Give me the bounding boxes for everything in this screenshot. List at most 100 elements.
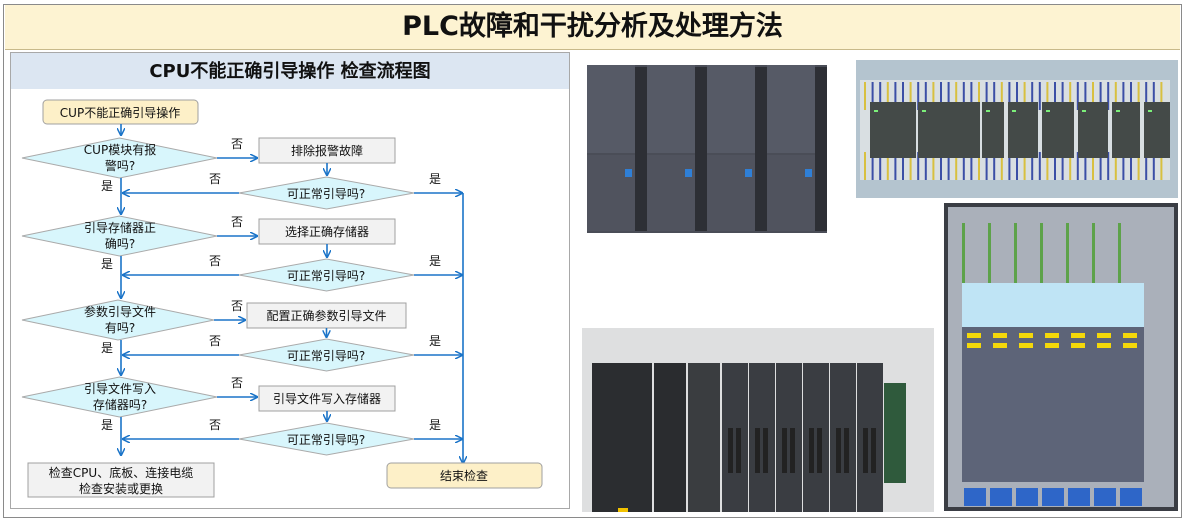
photo-shape (1152, 82, 1155, 110)
photo-shape (1099, 152, 1102, 180)
photo-shape (1031, 82, 1034, 110)
photo-shape (1038, 152, 1041, 180)
photo-shape (947, 152, 950, 180)
photo-shape (871, 428, 876, 473)
photo-shape (1054, 82, 1056, 110)
photo-shape (1107, 152, 1110, 180)
photo-shape (909, 152, 912, 180)
photo-shape (978, 82, 980, 110)
photo-shape (886, 152, 889, 180)
decision-label: CUP模块有报 (84, 142, 156, 157)
photo-shape (993, 343, 1007, 348)
photo-shape (1071, 343, 1085, 348)
photo-shape (990, 488, 1012, 506)
photo-shape (988, 223, 991, 293)
decision-label: 引导存储器正 (84, 220, 156, 235)
photo-shape (1130, 152, 1132, 180)
photo-shape (1092, 283, 1118, 327)
photo-shape (886, 82, 889, 110)
photo-shape (962, 82, 965, 110)
photo-shape (1092, 82, 1094, 110)
photo-shape (940, 152, 942, 180)
photo-shape (863, 428, 868, 473)
check-label: 可正常引导吗? (287, 269, 365, 283)
action-box (258, 137, 396, 164)
photo-sinamics-drive-cabinet (944, 203, 1178, 511)
photo-din-rail-plc-modules (856, 60, 1178, 198)
decision-label: 引导文件写入 (84, 381, 156, 396)
yes-label: 是 (429, 334, 441, 348)
photo-shape (955, 82, 958, 110)
photo-shape (986, 110, 990, 112)
photo-shape (917, 152, 920, 180)
photo-shape (707, 65, 755, 153)
action-label: 引导文件写入存储器 (273, 391, 381, 406)
photo-shape (962, 223, 965, 293)
photo-shape (1045, 333, 1059, 338)
photo-shape (955, 152, 958, 180)
photo-shape (1045, 343, 1059, 348)
photo-shape (1145, 82, 1148, 110)
photo-shape (917, 82, 920, 110)
action-box (258, 385, 396, 412)
slide-title: PLC故障和干扰分析及处理方法 (5, 5, 1180, 50)
photo-shape (688, 363, 720, 512)
photo-shape (1114, 82, 1117, 110)
end-label: 结束检查 (440, 468, 488, 483)
photo-shape (1118, 283, 1144, 327)
yes-label: 是 (101, 341, 113, 355)
photo-shape (1054, 152, 1056, 180)
photo-shape (1023, 152, 1026, 180)
photo-shape (871, 82, 874, 110)
photo-shape (857, 363, 883, 512)
photo-shape (1071, 333, 1085, 338)
photo-shape (1068, 488, 1090, 506)
photo-shape (763, 428, 768, 473)
photo-shape (803, 363, 829, 512)
photo-shape (1008, 82, 1011, 110)
photo-shape (1116, 110, 1120, 112)
photo-shape (654, 363, 686, 512)
photo-shape (755, 428, 760, 473)
photo-shape (736, 428, 741, 473)
photo-shape (1040, 223, 1043, 293)
photo-shape (618, 508, 628, 512)
photo-shape (874, 110, 878, 112)
check-label: 可正常引导吗? (287, 433, 365, 447)
photo-shape (947, 82, 950, 110)
photo-shape (1016, 82, 1018, 110)
photo-shape (993, 152, 996, 180)
photo-shape (776, 363, 802, 512)
photo-shape (1123, 333, 1137, 338)
photo-shape (695, 67, 707, 231)
photo-shape (894, 82, 897, 110)
photo-shape (1144, 102, 1170, 158)
photo-shape (722, 363, 748, 512)
photo-shape (728, 428, 733, 473)
yes-label: 是 (429, 172, 441, 186)
photo-shape (1107, 82, 1110, 110)
photo-shape (1066, 283, 1092, 327)
photo-shape (809, 428, 814, 473)
decision-label: 确吗? (105, 237, 135, 251)
photo-shape (1120, 488, 1142, 506)
photo-shape (1000, 82, 1003, 110)
photo-shape (1122, 152, 1125, 180)
photo-shape (767, 65, 815, 153)
fail-action-label: 检查CPU、底板、连接电缆 (49, 465, 193, 480)
photo-shape (940, 82, 942, 110)
photo-shape (1000, 152, 1003, 180)
photo-shape (985, 152, 988, 180)
photo-shape (902, 82, 904, 110)
photo-shape (993, 333, 1007, 338)
photo-shape (1040, 283, 1066, 327)
photo-ge-fanuc-rack (582, 328, 934, 512)
slide-frame (3, 4, 1182, 518)
photo-shape (587, 155, 635, 231)
photo-shape (924, 82, 927, 110)
photo-shape (964, 488, 986, 506)
status-indicator (685, 169, 692, 177)
photo-shape (967, 333, 981, 338)
photo-shape (592, 363, 652, 512)
